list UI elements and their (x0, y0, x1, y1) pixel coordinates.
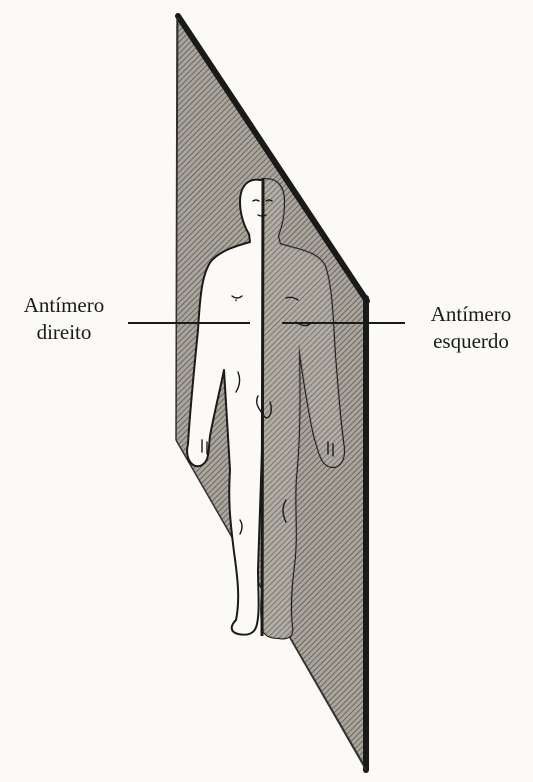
right-antimere-label-line1: Antímero (8, 292, 120, 319)
median-plane-back-edge (176, 18, 177, 440)
left-antimere-label: Antímero esquerdo (415, 301, 527, 355)
left-antimere-label-line2: esquerdo (415, 328, 527, 355)
right-antimere-label: Antímero direito (8, 292, 120, 346)
left-antimere-label-line1: Antímero (415, 301, 527, 328)
right-antimere-label-line2: direito (8, 319, 120, 346)
median-line (262, 178, 263, 636)
